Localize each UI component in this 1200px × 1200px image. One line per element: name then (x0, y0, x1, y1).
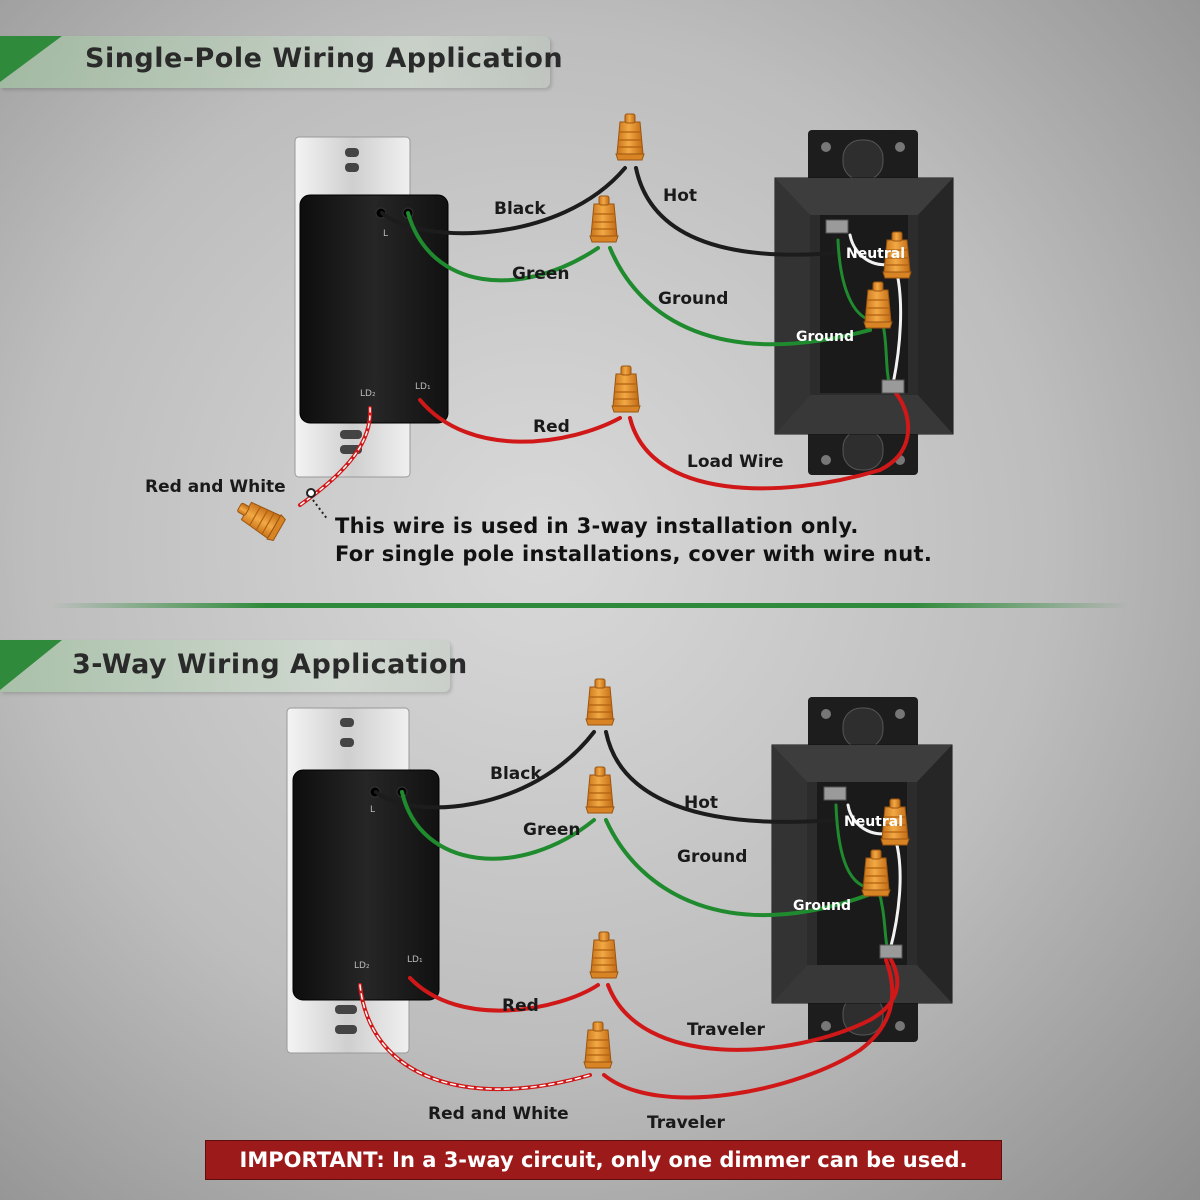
label-ground-2: Ground (677, 847, 747, 867)
terminal-ld2-2: LD₂ (354, 961, 370, 971)
note-line-2: For single pole installations, cover wit… (335, 542, 933, 566)
section2-banner (0, 640, 450, 692)
label-green-2: Green (523, 820, 581, 840)
pointer-dot (306, 488, 316, 498)
section1-banner (0, 36, 550, 88)
label-green-1: Green (512, 264, 570, 284)
note-line-1: This wire is used in 3-way installation … (335, 514, 859, 538)
label-ground-1: Ground (658, 289, 728, 309)
terminal-l-2: L (370, 805, 375, 815)
wire-nut-load-1 (611, 365, 641, 413)
dimmer-switch-1: L LD₂ LD₁ (294, 136, 449, 478)
wire-nut-ground-2 (585, 766, 615, 814)
section-divider (50, 603, 1130, 608)
label-black-2: Black (490, 764, 542, 784)
label-neutral-1: Neutral (846, 246, 905, 262)
wire-nut-hot-2 (585, 678, 615, 726)
label-traveler-1: Traveler (687, 1020, 766, 1040)
banner-triangle-2 (0, 640, 62, 690)
section1-title: Single-Pole Wiring Application (85, 43, 564, 74)
box-terminal-bottom-1 (881, 379, 905, 394)
electrical-box-2 (771, 697, 953, 1042)
label-neutral-2: Neutral (844, 814, 903, 830)
terminal-ld1-1: LD₁ (415, 382, 431, 392)
label-red-white-2: Red and White (428, 1104, 569, 1124)
wire-nut-ground-1 (589, 195, 619, 243)
terminal-ld1-2: LD₁ (407, 955, 423, 965)
wires-2 (358, 730, 902, 1100)
label-hot-1: Hot (663, 186, 697, 206)
banner-triangle-1 (0, 36, 62, 82)
wire-nut-cap-1 (231, 494, 287, 543)
label-traveler-2: Traveler (647, 1113, 726, 1133)
wire-nut-red-white-2 (583, 1021, 613, 1069)
important-banner: IMPORTANT: In a 3-way circuit, only one … (205, 1140, 1002, 1180)
label-box-ground-2: Ground (793, 898, 851, 914)
wire-nut-hot-1 (615, 113, 645, 161)
section2-title: 3-Way Wiring Application (72, 649, 468, 680)
box-terminal-bottom-2 (879, 944, 903, 959)
wire-nut-traveler-2 (589, 931, 619, 979)
label-hot-2: Hot (684, 793, 718, 813)
pointer-leader (312, 499, 329, 521)
label-red-white-1: Red and White (145, 477, 286, 497)
label-black-1: Black (494, 199, 546, 219)
label-box-ground-1: Ground (796, 329, 854, 345)
box-terminal-top-1 (825, 219, 849, 234)
terminal-ld2-1: LD₂ (360, 389, 376, 399)
box-terminal-top-2 (823, 786, 847, 801)
label-red-2: Red (502, 996, 539, 1016)
label-load-wire: Load Wire (687, 452, 784, 472)
label-red-1: Red (533, 417, 570, 437)
electrical-box-1 (774, 130, 954, 475)
terminal-l-1: L (383, 229, 388, 239)
